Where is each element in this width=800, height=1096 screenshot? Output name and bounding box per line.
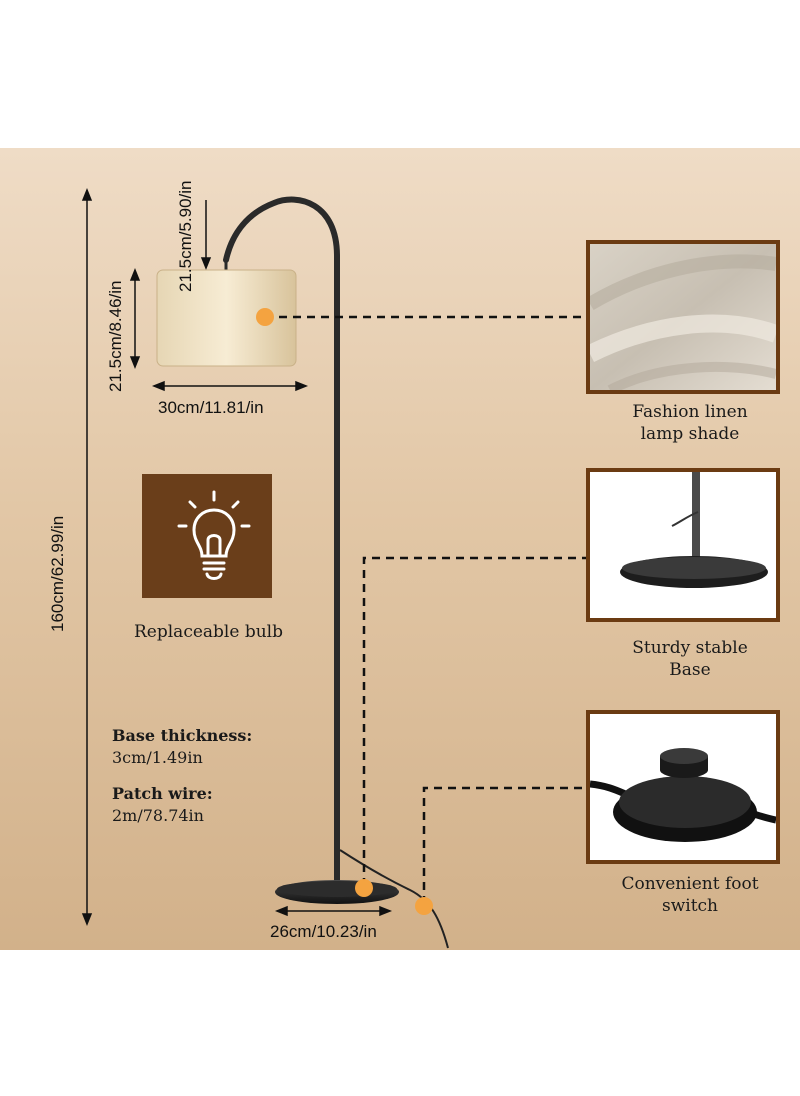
base-thickness-label: Base thickness: [112, 726, 253, 745]
linen-photo [586, 240, 780, 394]
shade-height-arrow [129, 267, 141, 370]
lamp-diagram [81, 187, 586, 949]
callout-lines [265, 315, 586, 904]
lamp-base-top [277, 881, 397, 897]
base-photo [586, 468, 780, 622]
total-height-label: 160cm/62.99/in [48, 515, 67, 632]
shade-width-label: 30cm/11.81/in [158, 398, 264, 417]
base-width-label: 26cm/10.23/in [270, 922, 377, 941]
shade-height-label: 21.5cm/8.46/in [106, 280, 125, 392]
shade-width-arrow [151, 380, 309, 392]
switch-callout-dot [415, 897, 433, 915]
feature-1-caption: Fashion linen lamp shade [632, 402, 748, 444]
base-callout-dot [355, 879, 373, 897]
height-arrow [81, 187, 93, 927]
bulb-tile [142, 474, 272, 598]
feature-3-caption: Convenient foot switch [621, 874, 759, 916]
patch-wire-label: Patch wire: [112, 784, 213, 803]
foot-switch-photo [586, 710, 780, 864]
base-width-arrow [274, 905, 393, 917]
shade-gap-label: 21.5cm/5.90/in [176, 180, 195, 292]
lightbulb-icon [177, 490, 251, 580]
lamp-pole [223, 196, 340, 883]
shade-callout-dot [256, 308, 274, 326]
feature-2-caption: Sturdy stable Base [632, 638, 748, 680]
base-thickness-value: 3cm/1.49in [112, 748, 203, 767]
power-cord [339, 849, 449, 949]
bulb-label: Replaceable bulb [134, 622, 283, 642]
patch-wire-value: 2m/78.74in [112, 806, 204, 825]
shade-gap-arrow [200, 200, 212, 271]
product-canvas: 21.5cm/5.90/in 21.5cm/8.46/in 30cm/11.81… [0, 148, 800, 950]
